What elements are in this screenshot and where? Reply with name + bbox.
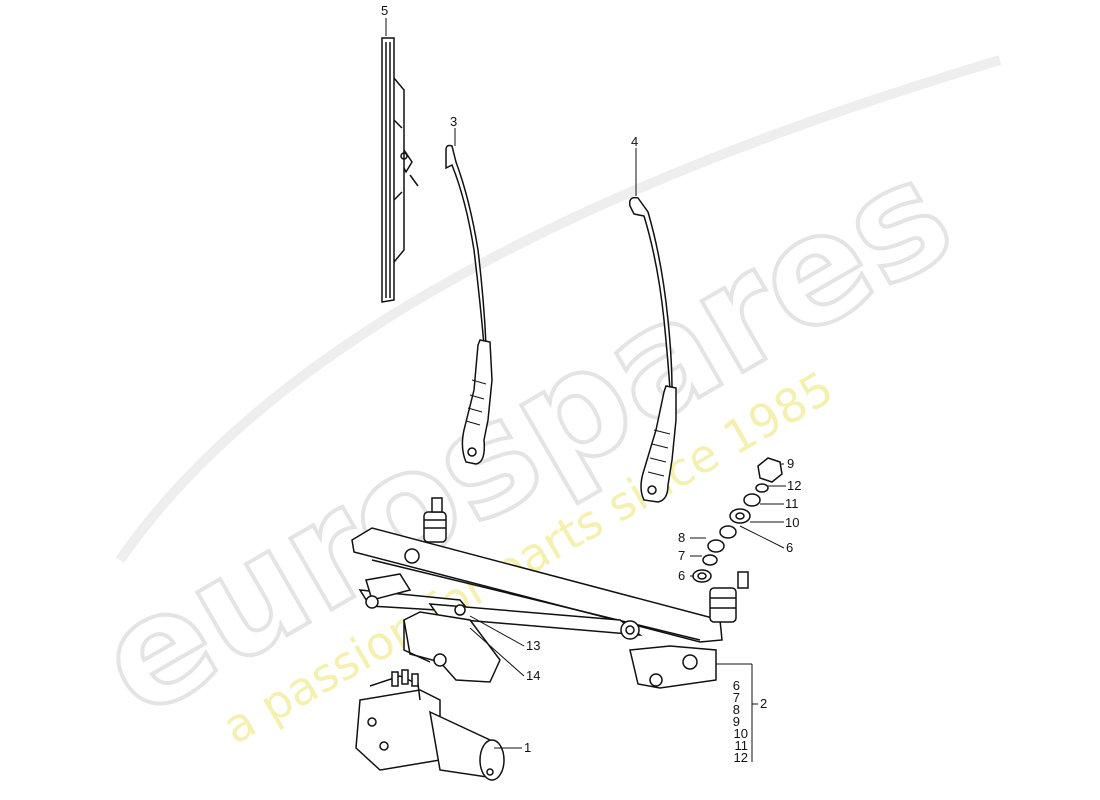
callout-labels: 5 3 4 9 12 11 10 6 8 7 6 13 14 1 2 [381,3,801,755]
callout-14: 14 [526,668,540,683]
group-item-8: 8 [733,702,740,717]
callout-4: 4 [631,134,638,149]
callout-6-lower: 6 [678,568,685,583]
callout-8: 8 [678,530,685,545]
callout-7: 7 [678,548,685,563]
callout-9: 9 [787,456,794,471]
callout-2: 2 [760,696,767,711]
wiper-blade [381,37,419,303]
group-item-11: 11 [735,738,749,753]
wiper-motor [355,669,505,781]
callout-11: 11 [785,496,799,511]
group-item-7: 7 [733,690,740,705]
group-item-6: 6 [733,678,740,693]
watermark-brand: eurospares [71,126,979,751]
callout-10: 10 [785,515,799,530]
wiper-arm-right [628,196,677,503]
spindle-right [709,571,749,623]
callout-6-upper: 6 [786,540,793,555]
group-list: 6 7 8 9 10 11 12 [733,678,748,765]
group-item-10: 10 [734,726,748,741]
wiper-linkage [351,527,723,689]
leader-lines [385,18,786,762]
wiper-arm-left [445,144,493,465]
group-item-9: 9 [733,714,740,729]
callout-3: 3 [450,114,457,129]
callout-13: 13 [526,638,540,653]
spindle-left [423,497,447,543]
callout-1: 1 [524,740,531,755]
callout-12: 12 [787,478,801,493]
watermark-swoosh [115,55,1002,563]
hardware-stack [692,457,783,583]
callout-5: 5 [381,3,388,18]
group-item-12: 12 [734,750,748,765]
